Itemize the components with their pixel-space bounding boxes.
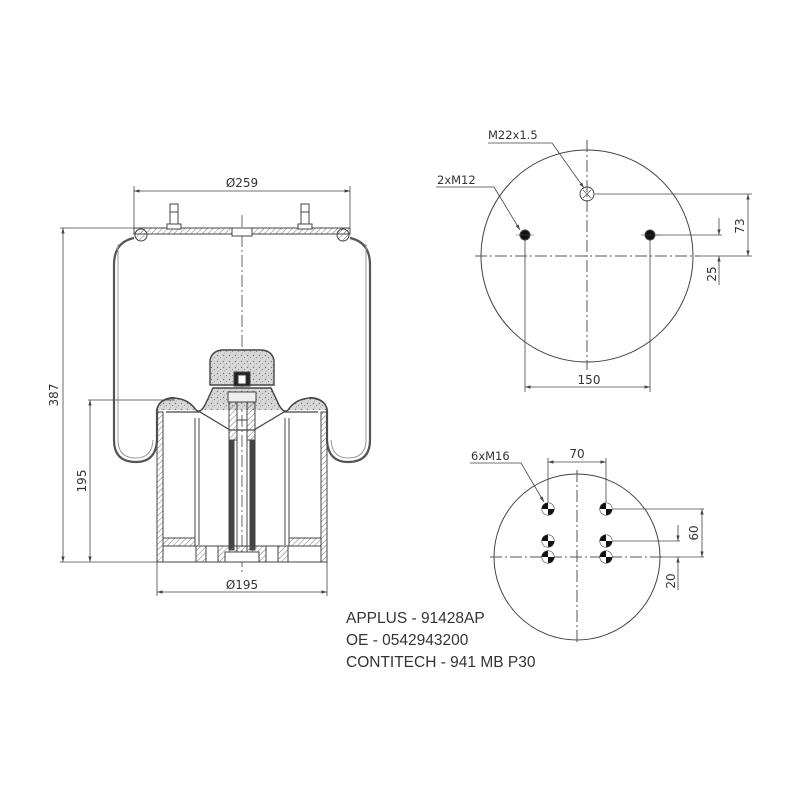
part-number-applus: APPLUS - 91428AP (346, 610, 485, 627)
bolt-hole-icon (541, 534, 555, 548)
center-thread-label: M22x1.5 (488, 128, 538, 142)
bolt-hole-icon (599, 550, 613, 564)
bump-stop (209, 349, 275, 386)
bolt-holes-m16 (541, 502, 613, 564)
part-number-list: APPLUS - 91428AP OE - 0542943200 CONTITE… (346, 608, 536, 674)
bottom-diameter-label: Ø195 (226, 578, 258, 592)
bottom-bolt-thread-label: 6xM16 (471, 449, 510, 463)
row-step-label: 20 (664, 573, 678, 588)
piston-height-label: 195 (75, 470, 89, 493)
total-height-label: 387 (47, 384, 61, 407)
row-offset-label: 60 (687, 525, 701, 540)
dim-piston-height (88, 399, 175, 562)
bolt-hole-icon (599, 502, 613, 516)
bolt-spacing-label: 150 (578, 373, 601, 387)
top-plate (133, 203, 351, 242)
top-diameter-label: Ø259 (226, 176, 258, 190)
center-offset-label: 73 (733, 218, 747, 233)
bolt-hole-icon (541, 550, 555, 564)
bottom-plate-view (470, 458, 704, 645)
dim-bottom-diameter (156, 562, 328, 596)
center-hole-icon (579, 186, 595, 202)
side-view (60, 186, 372, 596)
top-plate-view (436, 140, 752, 392)
dim-total-height (60, 227, 157, 563)
part-number-oe: OE - 0542943200 (346, 632, 469, 649)
stud-left (166, 203, 182, 230)
bottom-bolt-spacing-label: 70 (569, 447, 584, 461)
bolt-offset-label: 25 (705, 266, 719, 281)
dim-top-diameter (133, 186, 351, 228)
stud-right (297, 203, 313, 230)
part-number-contitech: CONTITECH - 941 MB P30 (346, 654, 536, 671)
bolt-hole-icon (599, 534, 613, 548)
bolt-thread-label: 2xM12 (437, 173, 476, 187)
bolt-hole-icon (541, 502, 555, 516)
